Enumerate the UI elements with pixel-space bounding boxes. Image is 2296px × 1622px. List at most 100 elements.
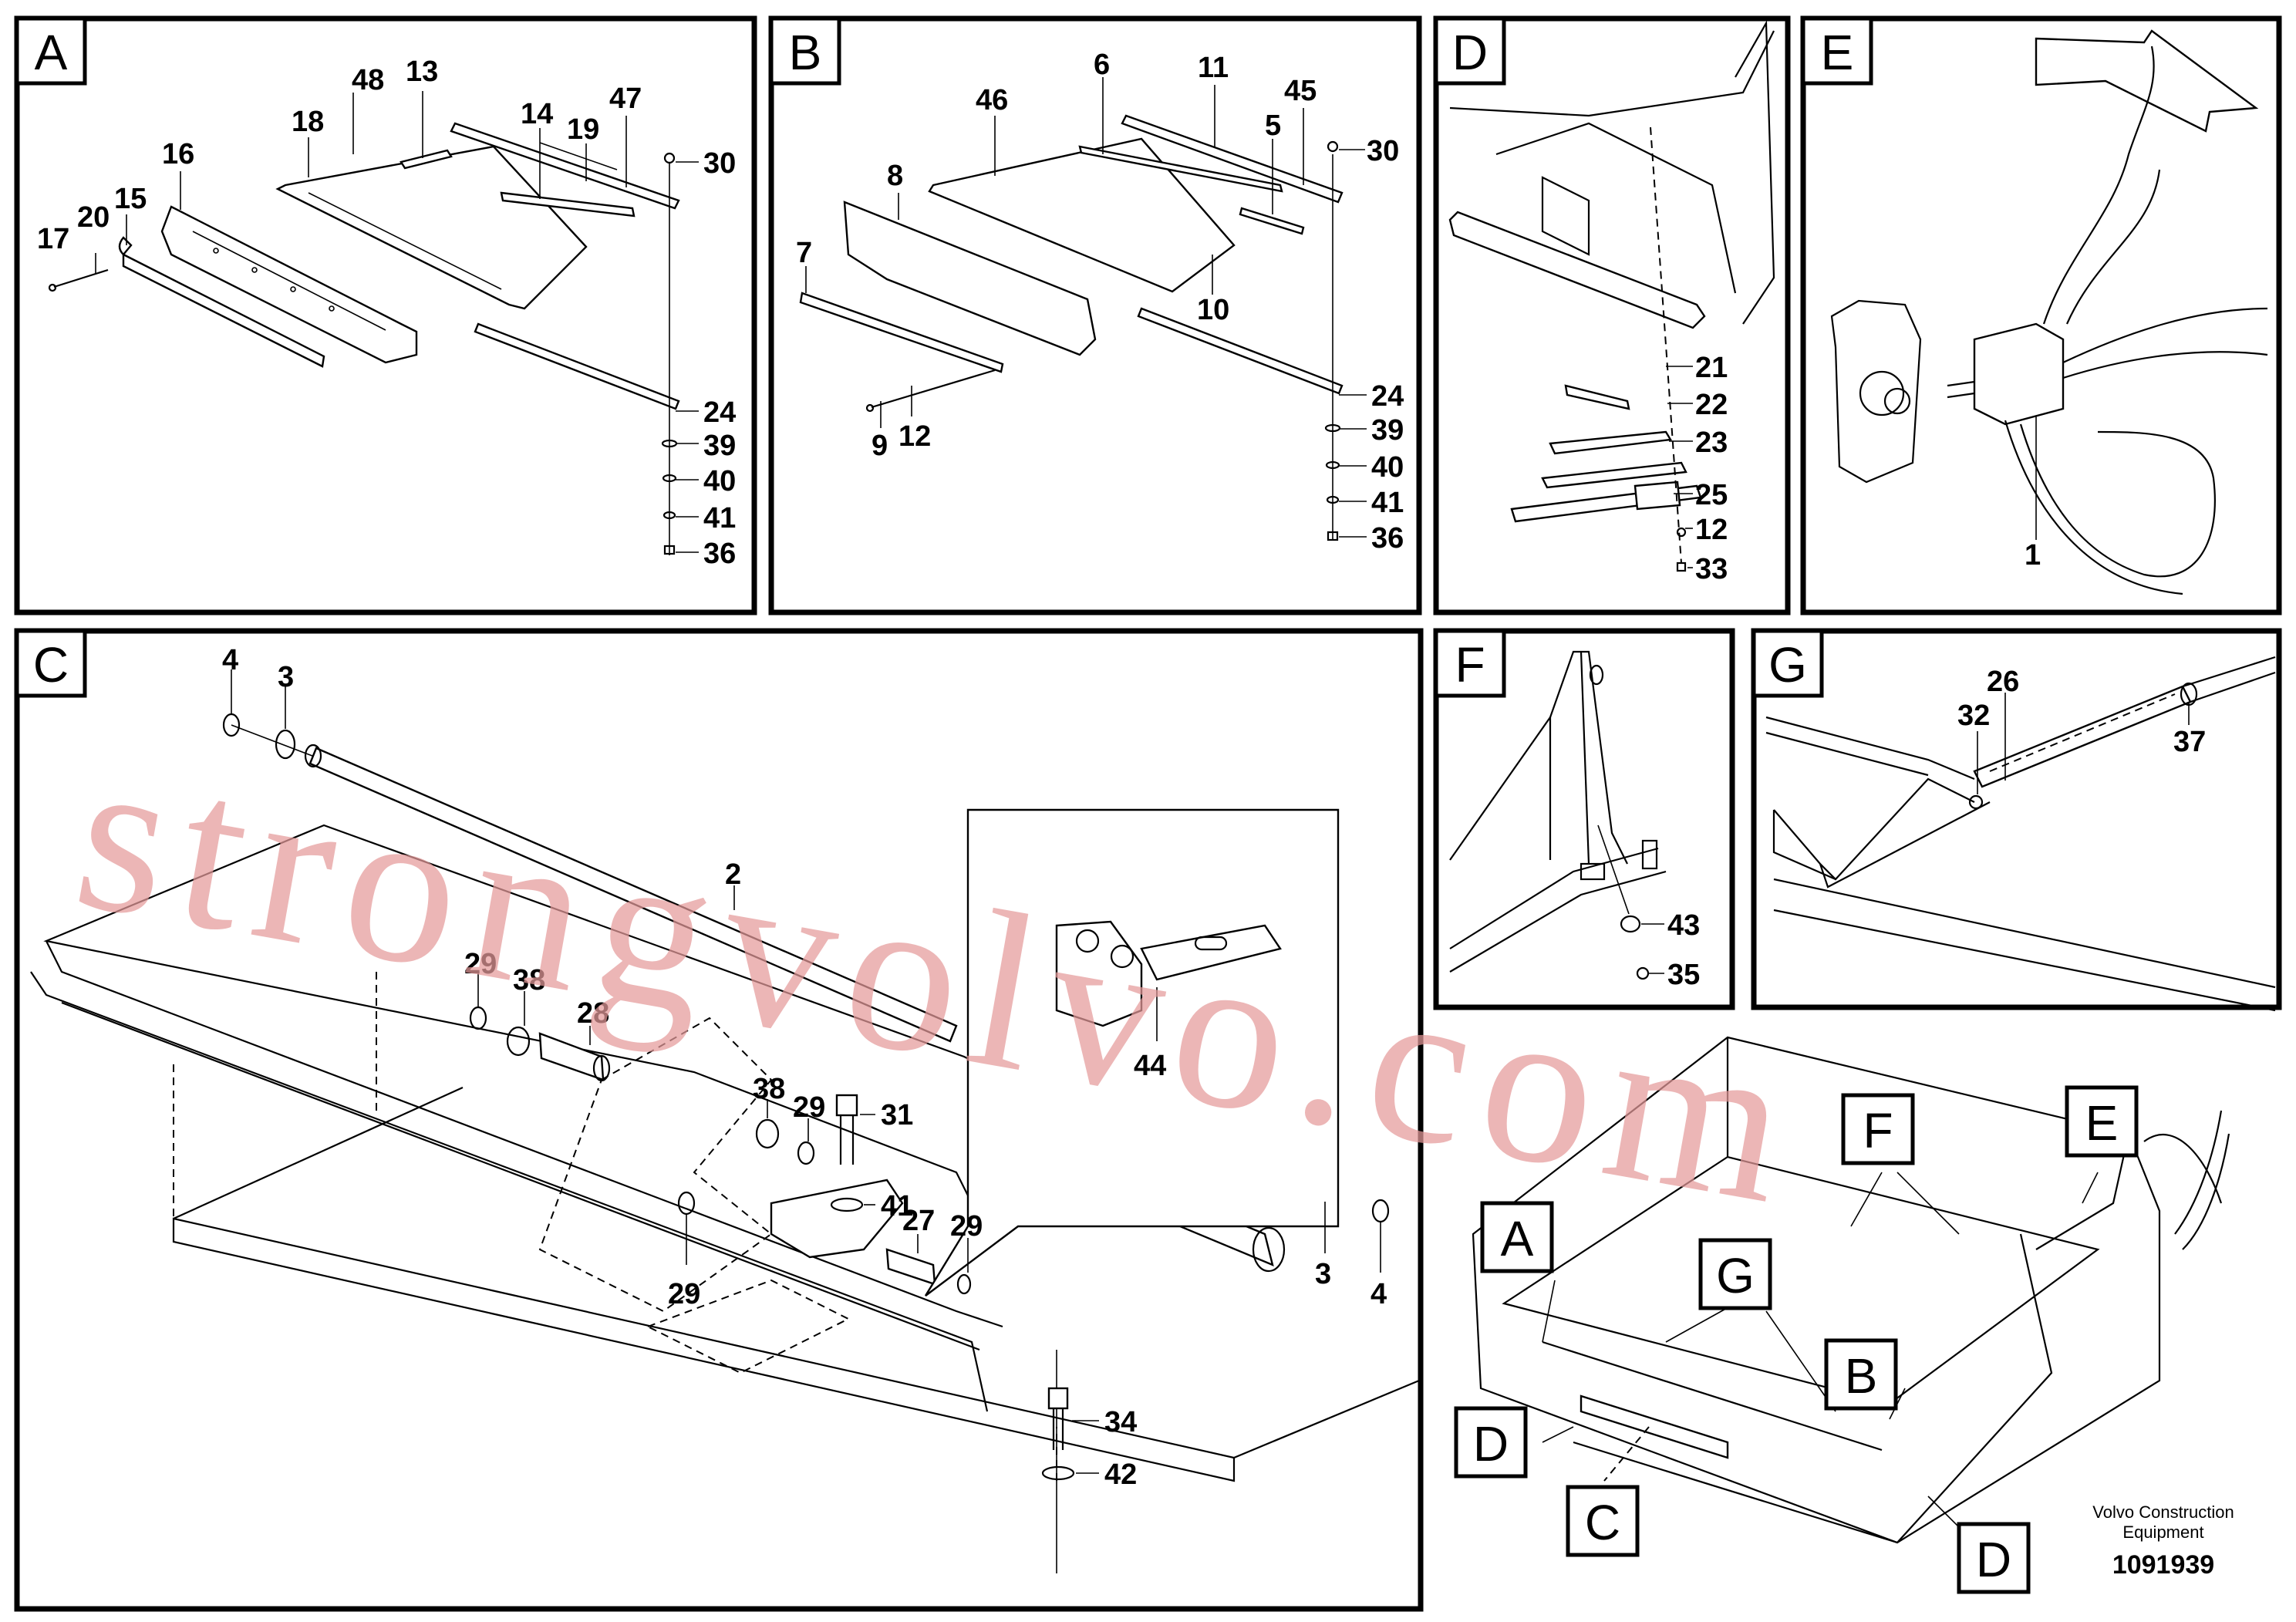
callout: 1 <box>2025 539 2041 572</box>
callout: 26 <box>1987 666 2019 698</box>
callout: 3 <box>278 661 294 693</box>
callout: 39 <box>1371 414 1404 447</box>
callout: 28 <box>577 997 609 1030</box>
panel-a-labels: 48 13 18 14 19 47 30 16 17 20 15 24 39 4… <box>37 56 736 570</box>
callout: 4 <box>222 644 238 676</box>
panel-g-labels: 32 26 37 <box>1957 666 2206 758</box>
callout: 36 <box>703 538 736 570</box>
overview-tag-d-right: D <box>1976 1532 2011 1587</box>
callout: 10 <box>1197 294 1229 326</box>
callout: 36 <box>1371 522 1404 555</box>
callout: 11 <box>1198 52 1229 84</box>
panel-f-labels: 43 35 <box>1667 909 1700 991</box>
callout: 38 <box>753 1073 785 1105</box>
panel-d-letter: D <box>1452 25 1488 80</box>
panel-a-tag: A <box>15 16 87 86</box>
panel-b-drawing <box>799 77 1367 541</box>
panel-c-letter: C <box>33 637 69 693</box>
panel-g-frame <box>1751 628 2282 1010</box>
overview-drawing <box>1472 1036 2230 1544</box>
callout: 39 <box>703 430 736 462</box>
panel-d-labels: 21 22 23 25 12 33 <box>1695 352 1728 585</box>
callout: 16 <box>162 138 194 170</box>
panel-e-labels: 1 <box>2025 539 2041 572</box>
callout: 8 <box>887 160 903 192</box>
direction-arrow-icon <box>2035 29 2259 133</box>
callout: 48 <box>352 64 384 96</box>
callout: 44 <box>1134 1050 1166 1082</box>
panel-b-tag: B <box>769 16 841 86</box>
callout: 41 <box>703 502 736 534</box>
panel-b-labels: 6 11 45 46 5 30 8 7 10 9 12 24 39 40 41 … <box>796 49 1404 555</box>
callout: 20 <box>77 201 110 234</box>
callout: 21 <box>1695 352 1728 384</box>
company-name-line2: Equipment <box>2122 1523 2203 1542</box>
panel-d-tag: D <box>1434 16 1506 86</box>
panel-b-frame <box>768 15 1422 615</box>
callout: 30 <box>1367 135 1399 167</box>
panel-d-drawing <box>1448 20 1775 572</box>
overview-tag-g: G <box>1716 1248 1755 1303</box>
callout: 37 <box>2173 726 2206 758</box>
overview-tag-d-left: D <box>1473 1416 1509 1472</box>
callout: 19 <box>567 113 599 146</box>
callout: 42 <box>1104 1458 1137 1491</box>
callout: 32 <box>1957 700 1990 732</box>
callout: 30 <box>703 147 736 180</box>
callout: 46 <box>976 84 1008 116</box>
callout: 33 <box>1695 553 1728 585</box>
callout: 6 <box>1094 49 1110 81</box>
callout: 4 <box>1371 1278 1387 1310</box>
callout: 45 <box>1284 75 1317 107</box>
callout: 40 <box>703 465 736 497</box>
panel-a-drawing <box>48 91 699 555</box>
panel-f-tag: F <box>1434 629 1506 698</box>
panel-g-tag: G <box>1752 629 1824 698</box>
panel-c-drawing <box>30 669 1420 1573</box>
callout: 5 <box>1265 110 1281 142</box>
overview-tags: F E A G B D C D <box>1454 1085 2139 1594</box>
callout: 7 <box>796 237 812 269</box>
callout: 34 <box>1104 1406 1137 1438</box>
footer: Volvo Construction Equipment 1091939 <box>2092 1502 2234 1580</box>
callout: 12 <box>1695 514 1728 546</box>
overview-tag-a: A <box>1501 1211 1534 1266</box>
document-number: 1091939 <box>2112 1550 2214 1580</box>
callout: 13 <box>406 56 438 88</box>
callout: 17 <box>37 223 69 255</box>
callout: 15 <box>114 183 147 215</box>
callout: 12 <box>899 420 931 453</box>
callout: 2 <box>725 858 741 891</box>
callout: 35 <box>1667 959 1700 991</box>
panel-e-tag: E <box>1801 16 1873 86</box>
company-name: Volvo Construction <box>2092 1502 2234 1522</box>
callout: 43 <box>1667 909 1700 942</box>
callout: 23 <box>1695 427 1728 459</box>
callout: 24 <box>703 396 736 429</box>
panel-c-tag: C <box>15 629 87 698</box>
callout: 18 <box>292 106 324 138</box>
panel-f-drawing <box>1449 650 1667 980</box>
callout: 41 <box>881 1190 913 1222</box>
panel-g-drawing <box>1765 656 2276 1012</box>
callout: 40 <box>1371 451 1404 484</box>
overview-tag-b: B <box>1845 1348 1878 1404</box>
callout: 14 <box>521 98 553 130</box>
callout: 27 <box>902 1205 935 1237</box>
callout: 9 <box>872 430 888 462</box>
callout: 29 <box>793 1091 825 1124</box>
callout: 31 <box>881 1099 913 1131</box>
overview-tag-e: E <box>2085 1095 2119 1151</box>
panel-d-frame <box>1433 15 1791 615</box>
panel-c-labels: 4 3 2 29 38 28 38 29 31 41 27 29 29 3 4 … <box>222 644 1387 1491</box>
callout: 29 <box>668 1278 700 1310</box>
callout: 38 <box>513 964 545 996</box>
callout: 24 <box>1371 380 1404 413</box>
callout: 47 <box>609 83 642 115</box>
panel-b-letter: B <box>789 25 822 80</box>
overview-tag-f: F <box>1863 1103 1893 1158</box>
callout: 22 <box>1695 389 1728 421</box>
panel-e-letter: E <box>1821 25 1854 80</box>
callout: 25 <box>1695 479 1728 511</box>
